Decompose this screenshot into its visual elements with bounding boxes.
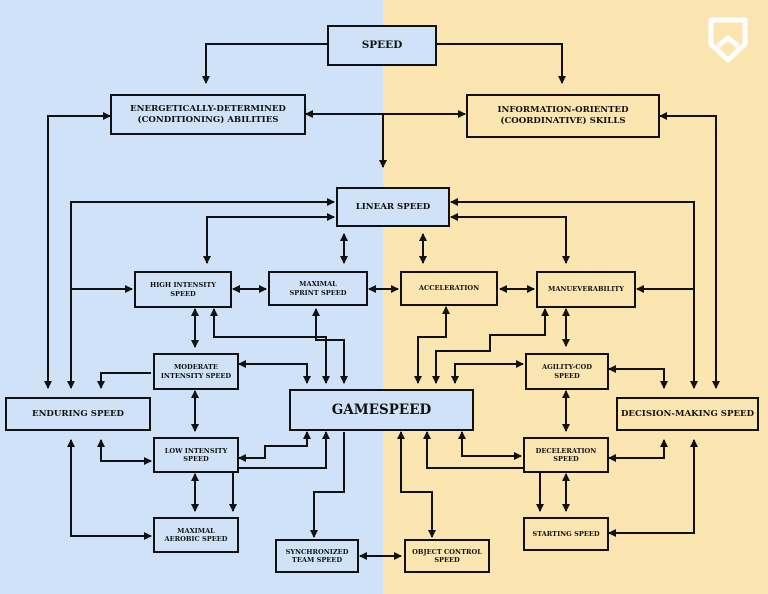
connector-starting-decision	[608, 439, 698, 537]
node-moderate-intensity-speed: MODERATE INTENSITY SPEED	[153, 353, 239, 390]
connector-information-decision	[659, 112, 720, 389]
node-speed: SPEED	[327, 25, 437, 66]
node-deceleration-speed: DECELERATION SPEED	[523, 437, 609, 473]
node-gamespeed: GAMESPEED	[289, 389, 474, 431]
connector-decel-decision	[608, 439, 668, 462]
connector-maneuver-gamespeed	[432, 308, 549, 384]
connector-moderate-enduring	[97, 372, 151, 389]
node-maximal-aerobic-speed: MAXIMAL AEROBIC SPEED	[153, 517, 239, 553]
connector-gamespeed-starting	[423, 431, 544, 512]
connector-enduring-aerobic	[67, 439, 152, 540]
connector-linear-maneuver	[450, 213, 570, 264]
node-decision-making-speed: DECISION-MAKING SPEED	[616, 397, 759, 431]
shield-chevron-icon	[708, 17, 748, 63]
connector-low-gamespeed	[238, 431, 311, 462]
node-acceleration: ACCELERATION	[400, 271, 498, 306]
node-low-intensity-speed: LOW INTENSITY SPEED	[153, 437, 239, 473]
node-synchronized-team-speed: SYNCHRONIZED TEAM SPEED	[275, 539, 359, 573]
node-object-control-speed: OBJECT CONTROL SPEED	[404, 539, 490, 573]
node-maximal-sprint-speed: MAXIMAL SPRINT SPEED	[268, 271, 368, 306]
connector-speed-information	[437, 43, 566, 84]
connector-sprint-gamespeed	[312, 308, 348, 384]
node-agility-cod-speed: AGILITY-COD SPEED	[525, 353, 609, 390]
connector-moderate-gamespeed	[238, 360, 311, 384]
connector-gamespeed-synchronized	[310, 432, 345, 538]
connector-accel-gamespeed	[414, 306, 450, 384]
connector-gamespeed-decel	[458, 431, 522, 460]
connector-linear-high	[203, 213, 335, 264]
connector-gamespeed-object	[397, 431, 436, 538]
connector-agility-decision	[608, 365, 668, 389]
node-enduring-speed: ENDURING SPEED	[5, 397, 151, 431]
connector-energetic-enduring	[44, 112, 111, 389]
connector-gamespeed-aerobic	[229, 431, 330, 512]
node-maneuverability: MANUEVERABILITY	[536, 271, 636, 308]
connector-speed-energetic	[202, 43, 327, 84]
connector-linear-enduring	[67, 198, 335, 389]
node-information-oriented: INFORMATION-ORIENTED (COORDINATIVE) SKIL…	[466, 94, 660, 138]
node-energetically-determined: ENERGETICALLY-DETERMINED (CONDITIONING) …	[110, 94, 306, 135]
node-starting-speed: STARTING SPEED	[523, 517, 609, 551]
node-linear-speed: LINEAR SPEED	[336, 187, 450, 227]
connector-linear-decision	[450, 198, 698, 389]
node-high-intensity-speed: HIGH INTENSITY SPEED	[134, 271, 232, 308]
connector-agility-gamespeed	[451, 360, 524, 384]
connector-enduring-low	[97, 439, 152, 465]
